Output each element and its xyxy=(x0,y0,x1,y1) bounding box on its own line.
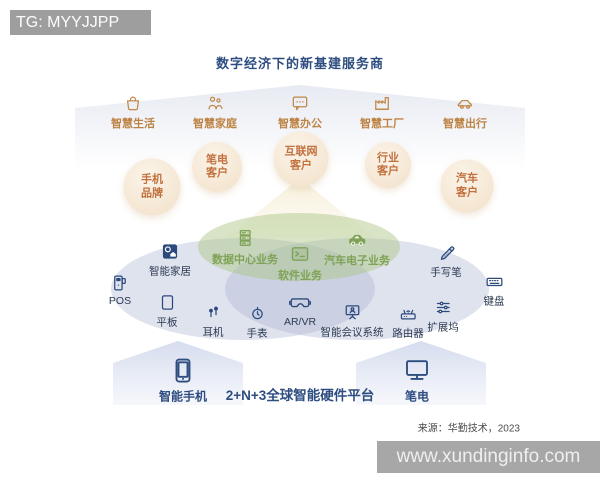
dock-icon xyxy=(433,298,453,318)
scene-label: 智慧家庭 xyxy=(193,118,237,130)
smartphone-icon xyxy=(168,356,198,386)
device-label: 键盘 xyxy=(483,295,505,308)
device-item-conference-system: 智能会议系统 xyxy=(321,303,384,340)
customer-circle-auto-customers: 汽车客户 xyxy=(440,159,494,213)
business-label: 数据中心业务 xyxy=(212,254,278,266)
device-label: 智能会议系统 xyxy=(320,326,384,339)
device-item-dock: 扩展坞 xyxy=(427,298,459,335)
device-label: 手写笔 xyxy=(430,266,462,279)
earbuds-icon xyxy=(203,303,223,323)
smart-home-icon xyxy=(160,242,180,262)
bag-icon xyxy=(123,93,143,113)
scene-item-smart-factory: 智慧工厂 xyxy=(360,93,404,131)
roof-shape xyxy=(75,85,525,168)
scene-item-smart-family: 智慧家庭 xyxy=(193,93,237,131)
watermark-footer: www.xundinginfo.com xyxy=(377,441,600,473)
car-filled-icon xyxy=(346,228,368,250)
scene-label: 智慧出行 xyxy=(443,118,487,130)
device-label: POS xyxy=(108,295,132,307)
scene-label: 智慧生活 xyxy=(111,118,155,130)
device-item-tablet: 平板 xyxy=(157,293,178,330)
platform-title: 2+N+3全球智能硬件平台 xyxy=(225,388,375,403)
device-item-smart-home: 智能家居 xyxy=(149,242,191,279)
customer-label: 汽车客户 xyxy=(455,172,478,198)
family-icon xyxy=(205,93,225,113)
source-note: 来源：华勤技术，2023 xyxy=(417,423,520,435)
scene-item-smart-life: 智慧生活 xyxy=(111,93,155,131)
device-item-watch: 手表 xyxy=(247,304,268,341)
monitor-icon xyxy=(402,356,432,386)
factory-icon xyxy=(372,93,392,113)
vr-goggles-icon xyxy=(289,292,311,314)
device-item-keyboard: 键盘 xyxy=(484,272,505,309)
device-label: 手表 xyxy=(246,327,268,340)
device-item-pos: POS xyxy=(109,273,131,307)
platform-label: 笔电 xyxy=(404,389,429,404)
customer-circle-internet-customers: 互联网客户 xyxy=(273,131,329,187)
funnel-triangle xyxy=(226,178,374,238)
scene-item-smart-office: 智慧办公 xyxy=(278,93,322,131)
customer-circle-phone-brands: 手机品牌 xyxy=(123,158,181,216)
customer-label: 手机品牌 xyxy=(140,173,163,199)
terminal-icon xyxy=(289,243,311,265)
business-item-auto-electronics: 汽车电子业务 xyxy=(324,228,390,268)
scene-item-smart-travel: 智慧出行 xyxy=(443,93,487,131)
stylus-icon xyxy=(436,243,456,263)
tablet-icon xyxy=(157,293,177,313)
platform-label: 智能手机 xyxy=(158,389,208,404)
keyboard-icon xyxy=(484,272,504,292)
customer-circle-laptop-customers: 笔电客户 xyxy=(192,142,242,192)
device-label: 智能家居 xyxy=(149,265,191,278)
pos-icon xyxy=(110,273,130,293)
platform-item-smartphone: 智能手机 xyxy=(159,356,207,405)
watermark-badge: TG: MYYJJPP xyxy=(10,10,151,35)
router-icon xyxy=(398,304,418,324)
device-item-earbuds: 耳机 xyxy=(203,303,224,340)
customer-label: 笔电客户 xyxy=(205,153,228,179)
scene-label: 智慧办公 xyxy=(278,118,322,130)
server-icon xyxy=(234,227,256,249)
device-item-arvr: AR/VR xyxy=(284,292,316,328)
platform-item-laptop: 笔电 xyxy=(402,356,432,405)
office-chat-icon xyxy=(290,93,310,113)
device-label: AR/VR xyxy=(283,316,317,328)
device-label: 路由器 xyxy=(392,327,424,340)
scene-label: 智慧工厂 xyxy=(360,118,404,130)
platform-arrow-right xyxy=(356,341,486,405)
device-label: 平板 xyxy=(156,316,178,329)
diagram-title: 数字经济下的新基建服务商 xyxy=(215,56,384,71)
conference-screen-icon xyxy=(342,303,362,323)
business-item-datacenter: 数据中心业务 xyxy=(212,227,278,267)
car-outline-icon xyxy=(455,93,475,113)
business-item-software: 软件业务 xyxy=(278,243,322,283)
device-label: 扩展坞 xyxy=(427,321,459,334)
hardware-ellipse-left xyxy=(111,238,375,340)
watch-icon xyxy=(247,304,267,324)
customer-label: 互联网客户 xyxy=(284,145,318,171)
customer-circle-industry-customers: 行业客户 xyxy=(365,142,411,188)
customer-label: 行业客户 xyxy=(376,151,399,177)
hardware-ellipse-right xyxy=(225,238,489,340)
device-item-router: 路由器 xyxy=(392,304,424,341)
device-label: 耳机 xyxy=(202,326,224,339)
business-label: 软件业务 xyxy=(278,270,322,282)
business-label: 汽车电子业务 xyxy=(324,255,390,267)
device-item-stylus: 手写笔 xyxy=(430,243,462,280)
